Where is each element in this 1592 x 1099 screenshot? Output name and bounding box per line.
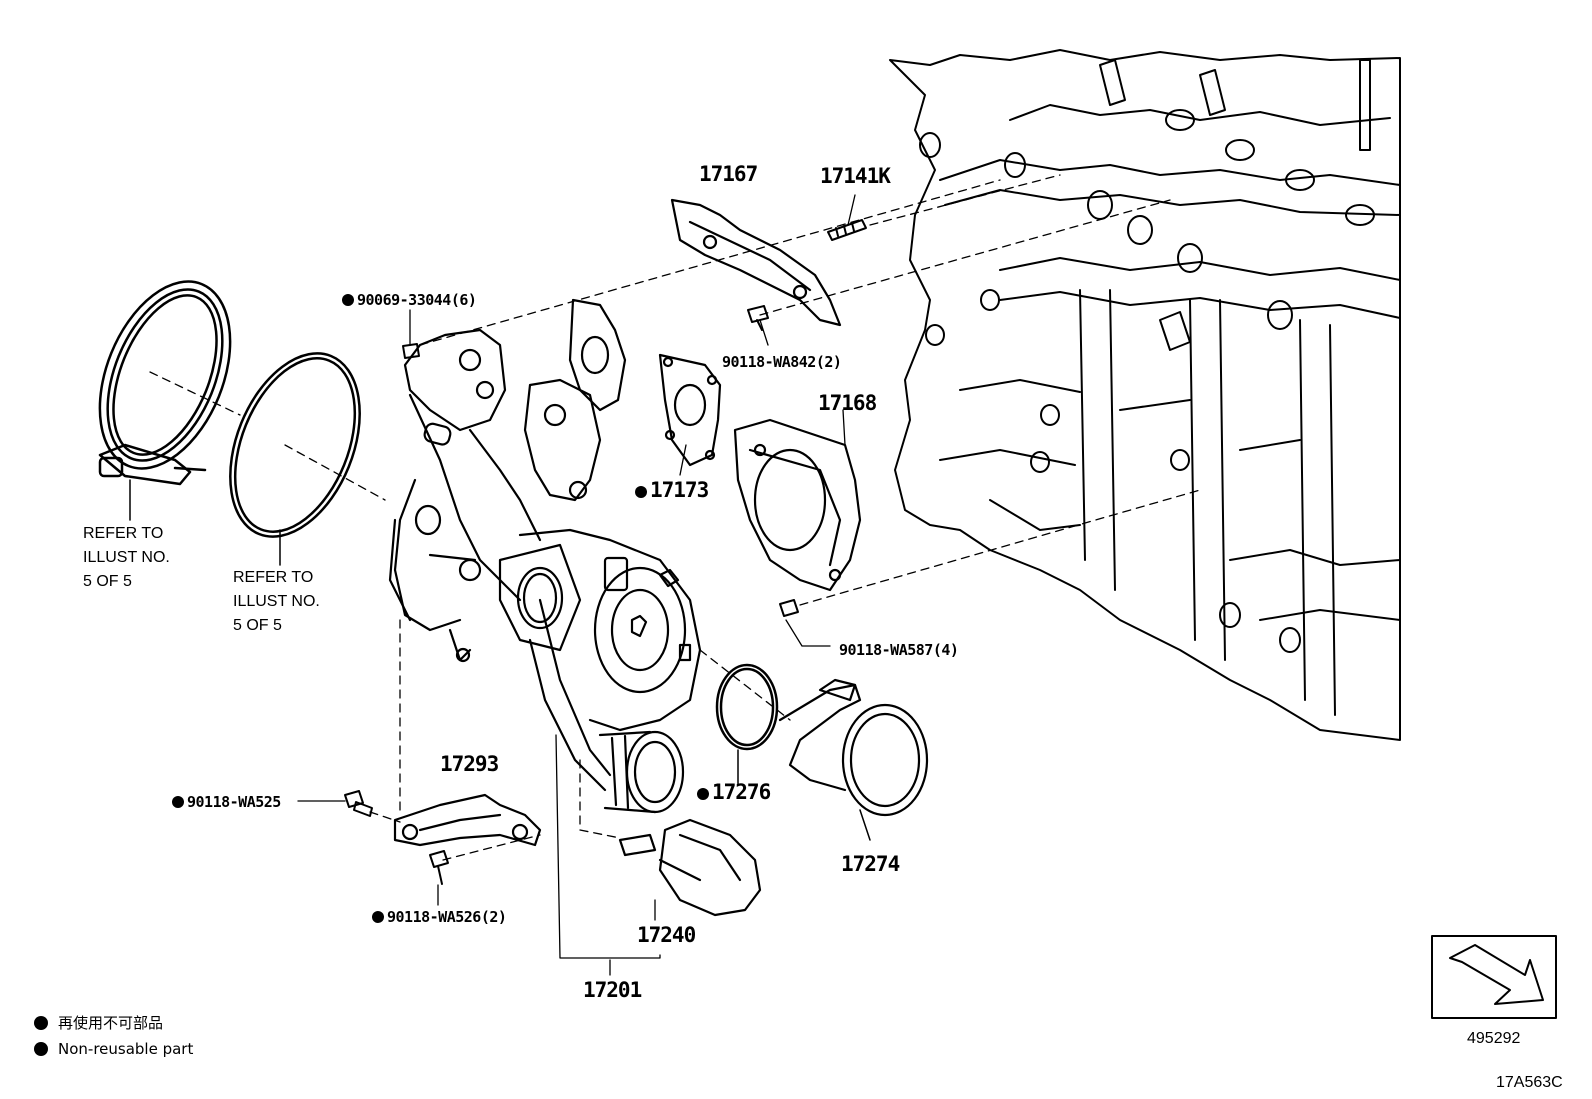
- gasket-ring-drawing: [229, 352, 361, 566]
- refer-note-gasket-ring: REFER TO ILLUST NO. 5 OF 5: [233, 569, 320, 634]
- assembly-dashed-lines: [369, 174, 1201, 861]
- label-17168: 17168: [818, 391, 877, 415]
- label-17201: 17201: [583, 978, 642, 1002]
- view-direction-box: [1431, 935, 1557, 1019]
- turbo-manifold-drawing: [388, 328, 702, 814]
- label-17173: 17173: [635, 480, 709, 501]
- clamp-axis-lines: [149, 371, 386, 501]
- sensor-17240-drawing: [618, 818, 762, 917]
- label-17274: 17274: [841, 852, 900, 876]
- legend-english: Non-reusable part: [34, 1042, 193, 1057]
- legend-english-text: Non-reusable part: [58, 1040, 194, 1058]
- view-direction-arrow-icon: [1449, 944, 1544, 1005]
- gasket-17173-drawing: [568, 298, 722, 467]
- bolts-drawing: [344, 305, 799, 885]
- label-17276: 17276: [697, 782, 771, 803]
- insulator-17167-drawing: [670, 198, 842, 327]
- view-box-number: 495292: [1467, 1030, 1521, 1047]
- stud-17141k-drawing: [827, 219, 867, 241]
- non-reusable-dot-icon: [34, 1042, 48, 1056]
- non-reusable-dot-icon: [34, 1016, 48, 1030]
- gasket-17276-drawing: [715, 663, 779, 786]
- label-90118-wa526: 90118-WA526(2): [372, 910, 507, 925]
- legend-japanese: 再使用不可部品: [34, 1016, 163, 1031]
- label-17240: 17240: [637, 923, 696, 947]
- v-band-clamp-drawing: [98, 280, 232, 521]
- label-17141k: 17141K: [820, 164, 891, 188]
- insulator-17168-drawing: [733, 418, 862, 592]
- legend-japanese-text: 再使用不可部品: [58, 1014, 164, 1032]
- actuator-17274-drawing: [778, 678, 929, 841]
- label-17167: 17167: [699, 162, 758, 186]
- label-90069-33044: 90069-33044(6): [342, 293, 477, 308]
- label-90118-wa525: 90118-WA525: [172, 795, 281, 810]
- label-90118-wa587: 90118-WA587(4): [839, 641, 959, 659]
- label-90118-wa842: 90118-WA842(2): [722, 353, 842, 371]
- illustration-code: 17A563C: [1496, 1074, 1563, 1091]
- label-17293: 17293: [440, 752, 499, 776]
- bracket-17293-drawing: [393, 793, 542, 847]
- engine-block: [889, 49, 1401, 741]
- refer-note-clamp: REFER TO ILLUST NO. 5 OF 5: [83, 525, 170, 590]
- leader-lines: [297, 194, 856, 976]
